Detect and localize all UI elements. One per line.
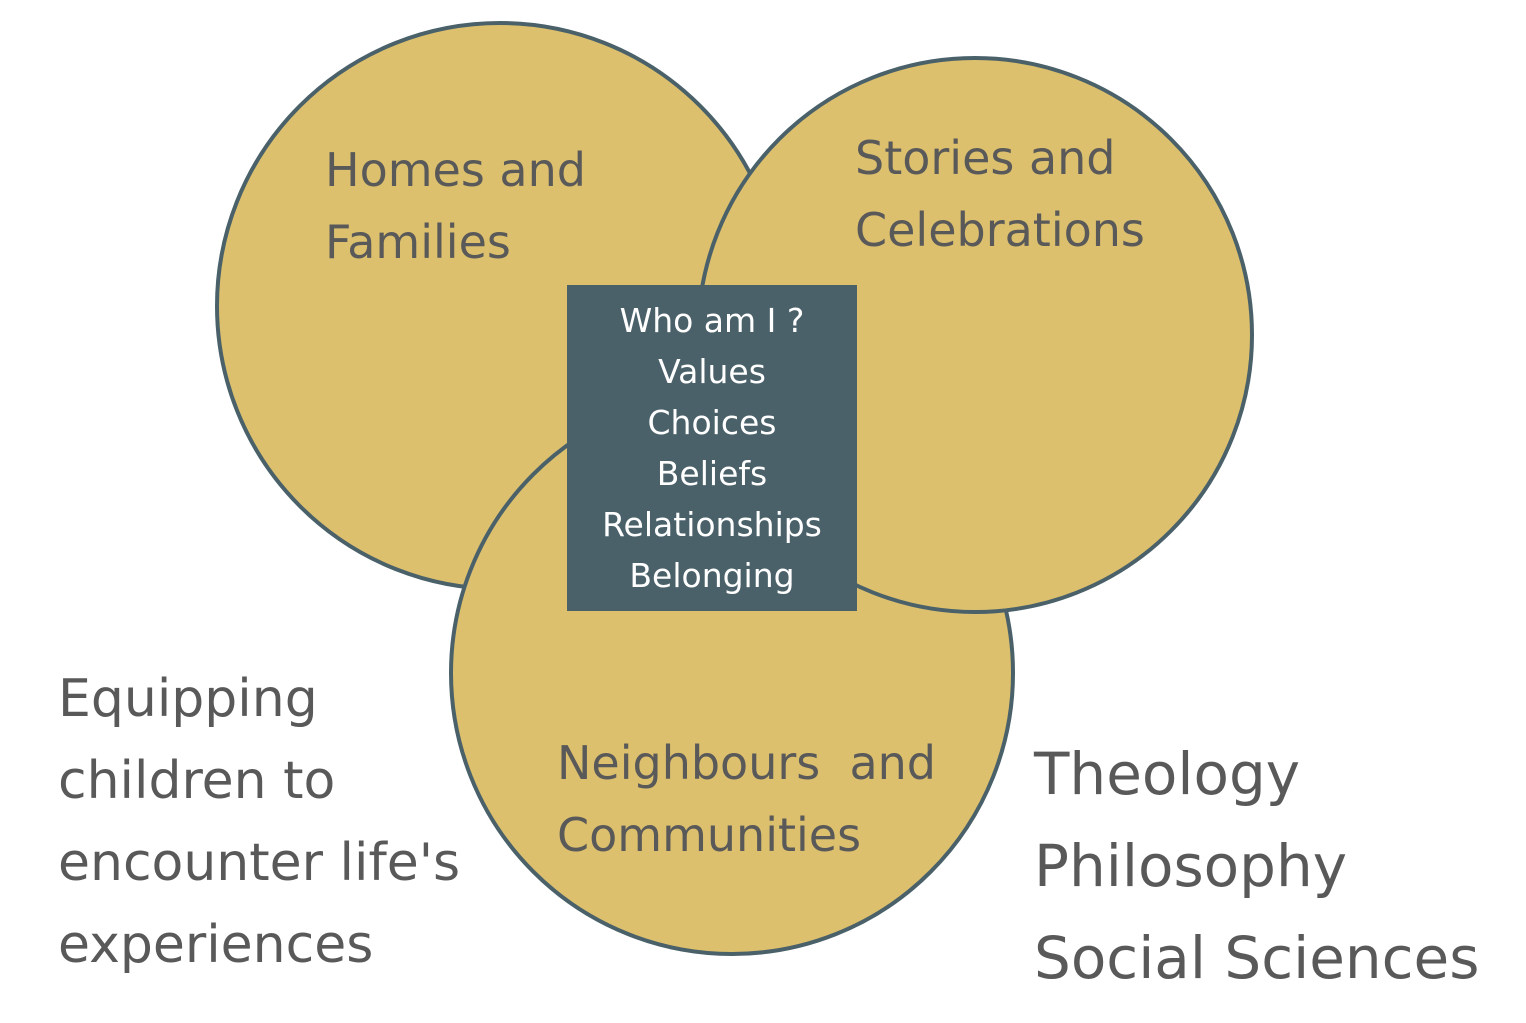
label-line: Communities <box>557 808 862 862</box>
box-line: Beliefs <box>656 454 768 493</box>
box-line: Relationships <box>602 505 822 544</box>
box-line: Belonging <box>629 556 795 595</box>
neighbours-label: Neighbours and Communities <box>557 727 936 871</box>
caption-line: Social Sciences <box>1034 924 1480 992</box>
caption-line: children to <box>58 751 336 811</box>
homes-label: Homes and Families <box>325 134 586 278</box>
left-caption: Equipping children to encounter life's e… <box>58 658 460 986</box>
box-line: Who am I ? <box>619 301 805 340</box>
caption-line: experiences <box>58 915 374 975</box>
label-line: Neighbours and <box>557 736 937 790</box>
caption-line: Equipping <box>58 669 318 729</box>
label-line: Celebrations <box>855 203 1145 257</box>
label-line: Homes and <box>325 143 586 197</box>
stories-label: Stories and Celebrations <box>855 122 1145 266</box>
caption-line: encounter life's <box>58 833 461 893</box>
caption-line: Theology <box>1034 740 1301 808</box>
box-line: Values <box>658 352 766 391</box>
right-caption: Theology Philosophy Social Sciences <box>1034 728 1479 1004</box>
label-line: Families <box>325 215 511 269</box>
box-line: Choices <box>647 403 777 442</box>
caption-line: Philosophy <box>1034 832 1348 900</box>
center-box: Who am I ? Values Choices Beliefs Relati… <box>567 285 857 611</box>
label-line: Stories and <box>855 131 1116 185</box>
